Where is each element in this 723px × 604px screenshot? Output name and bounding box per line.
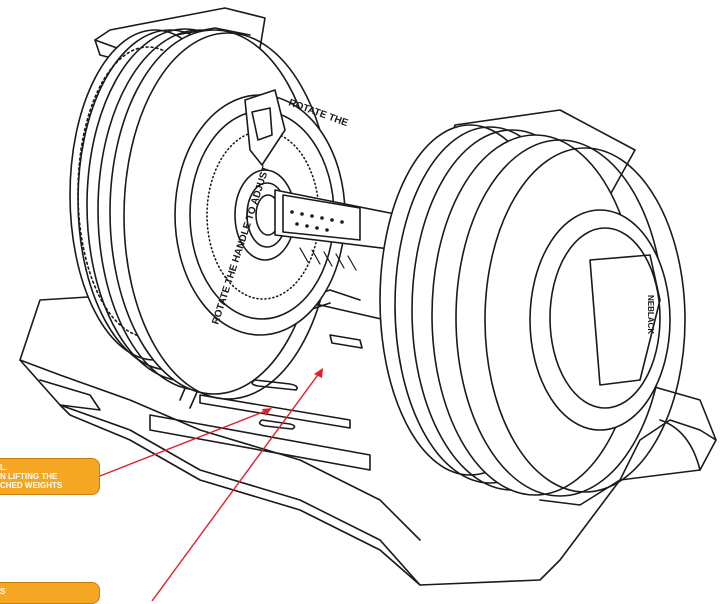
callout-1-line-3: CHED WEIGHTS: [0, 481, 63, 490]
callout-1-line-1: L.: [0, 463, 8, 472]
callout-1-line-2: N LIFTING THE: [0, 472, 58, 481]
leader-lines: [99, 368, 323, 601]
right-weight-stack: [379, 109, 686, 497]
adjustment-dial: [174, 89, 346, 336]
callout-box-1: L. N LIFTING THE CHED WEIGHTS: [0, 458, 100, 495]
brand-mark: NEBLACK: [646, 295, 655, 334]
arrow-head-1: [262, 408, 272, 416]
leader-line-1: [99, 409, 269, 477]
leader-line-2: [151, 371, 321, 601]
arrow-head-2: [314, 368, 323, 378]
callout-2-line-1: S: [0, 587, 6, 596]
